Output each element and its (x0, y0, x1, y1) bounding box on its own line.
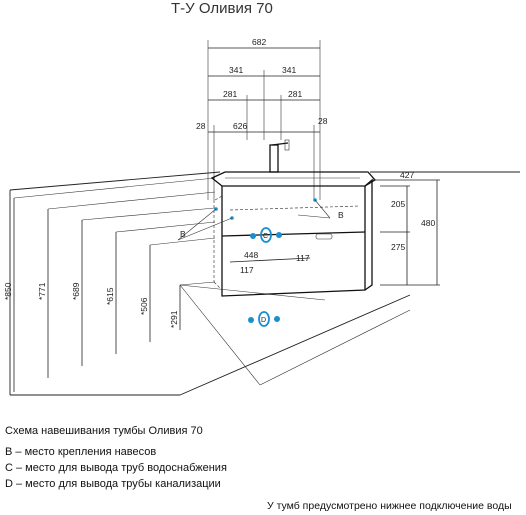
bottom-dimensions: 448 117 117 (229, 250, 311, 275)
dim-448-label: 448 (244, 250, 258, 260)
caption-d: D – место для вывода трубы канализации (5, 478, 221, 490)
caption-heading: Схема навешивания тумбы Оливия 70 (5, 425, 203, 437)
height-615-label: *615 (105, 287, 115, 305)
dim-275-label: 275 (391, 242, 405, 252)
dim-427-label: 427 (400, 170, 414, 180)
dim-341-right-label: 341 (282, 65, 296, 75)
d-marker-dot-left (248, 317, 254, 323)
height-506-label: *506 (139, 297, 149, 315)
dim-117-right-label: 117 (296, 253, 310, 263)
c-marker-dot-right (276, 232, 282, 238)
height-labels: *850 *771 *689 *615 *506 *291 (3, 282, 179, 328)
d-marker-dot-right (274, 316, 280, 322)
side-dimensions: 427 205 275 480 (372, 170, 440, 286)
dim-28-left-label: 28 (196, 121, 206, 131)
c-marker-label: C (263, 233, 268, 240)
cabinet (210, 171, 377, 297)
dim-205-label: 205 (391, 199, 405, 209)
caption-note: У тумб предусмотрено нижнее подключение … (267, 500, 512, 512)
c-marker-ring (260, 227, 272, 243)
cabinet-mounting-diagram: *850 *771 *689 *615 *506 *291 682 341 34… (3, 37, 520, 396)
b-left-label: B (180, 229, 186, 239)
dim-117-left-label: 117 (240, 265, 254, 275)
dim-626-label: 626 (233, 121, 247, 131)
b-markers: B B (177, 198, 344, 241)
d-marker-ring (258, 311, 270, 327)
dim-281-left-label: 281 (223, 89, 237, 99)
dim-341-left-label: 341 (229, 65, 243, 75)
height-291-label: *291 (169, 310, 179, 328)
page-title: Т-У Оливия 70 (171, 0, 273, 17)
height-689-label: *689 (71, 282, 81, 300)
top-dimensions: 682 341 341 281 281 626 28 28 (196, 37, 328, 200)
d-marker-label: D (261, 317, 266, 324)
faucet (269, 139, 290, 173)
height-lines (13, 177, 216, 392)
wall-outline (9, 171, 520, 396)
height-850-label: *850 (3, 282, 13, 300)
dim-682-label: 682 (252, 37, 266, 47)
dim-480-label: 480 (421, 218, 435, 228)
dim-28-right-label: 28 (318, 116, 328, 126)
height-771-label: *771 (37, 282, 47, 300)
caption-b: B – место крепления навесов (5, 446, 157, 458)
b-right-label: B (338, 210, 344, 220)
caption-c: C – место для вывода труб водоснабжения (5, 462, 227, 474)
dim-281-right-label: 281 (288, 89, 302, 99)
c-marker-dot-left (250, 233, 256, 239)
c-marker: C (250, 227, 282, 243)
d-marker: D (248, 311, 280, 327)
